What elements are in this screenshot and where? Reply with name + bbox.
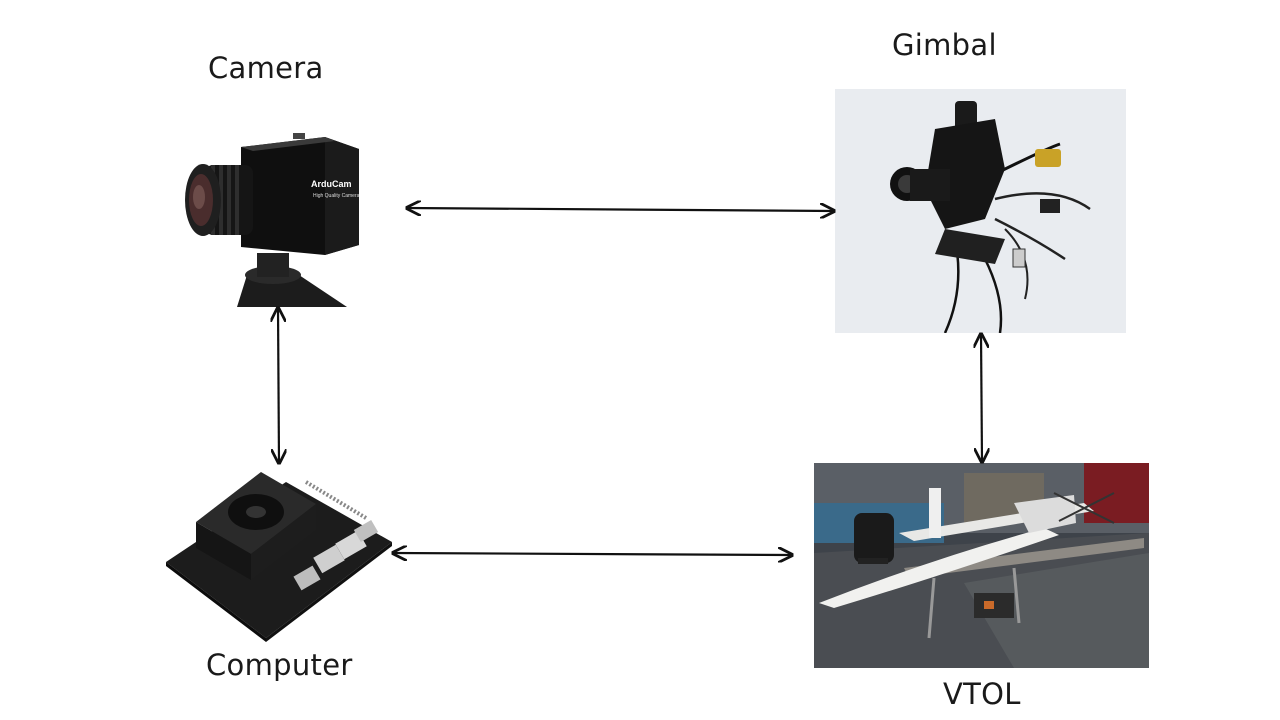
camera-model-text: High Quality Camera [313, 193, 360, 199]
camera-image: ArduCam High Quality Camera [185, 133, 360, 307]
computer-label: Computer [206, 648, 353, 682]
arrow-camera-computer [278, 308, 279, 463]
camera-brand-text: ArduCam [311, 179, 352, 189]
arrow-camera-gimbal [407, 208, 834, 211]
arrow-gimbal-vtol [981, 334, 982, 462]
arrow-computer-vtol [393, 553, 792, 555]
vtol-image [814, 463, 1149, 668]
camera-label: Camera [208, 51, 324, 85]
gimbal-label: Gimbal [892, 28, 997, 62]
computer-image [166, 472, 392, 642]
gimbal-image [835, 89, 1126, 333]
vtol-label: VTOL [943, 677, 1021, 711]
